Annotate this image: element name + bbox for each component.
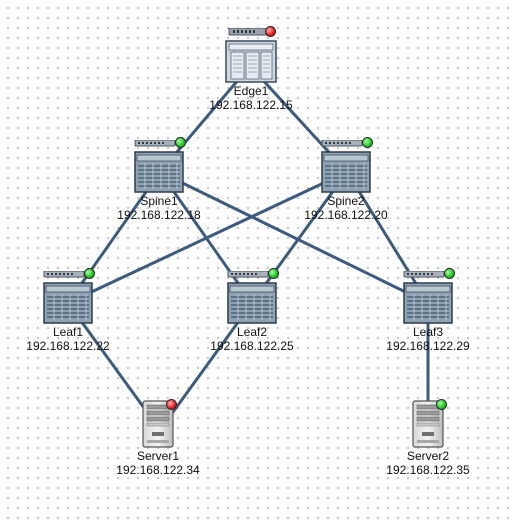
node-server2[interactable]: Server2 192.168.122.35	[363, 399, 493, 477]
node-ip: 192.168.122.34	[116, 463, 200, 477]
switch-icon	[320, 137, 373, 194]
node-leaf1[interactable]: Leaf1 192.168.122.22	[3, 268, 133, 353]
node-name: Spine2	[327, 194, 365, 208]
status-up-icon	[362, 137, 373, 148]
link-leaf2-server1[interactable]	[158, 301, 254, 432]
node-spine2[interactable]: Spine2 192.168.122.20	[281, 137, 411, 222]
status-up-icon	[436, 399, 447, 410]
links-layer	[66, 64, 430, 432]
switch-icon	[402, 268, 455, 325]
node-ip: 192.168.122.35	[386, 463, 470, 477]
status-down-icon	[166, 399, 177, 410]
server-icon	[410, 399, 447, 449]
node-name: Edge1	[233, 84, 269, 98]
switch-icon	[226, 268, 279, 325]
node-ip: 192.168.122.20	[304, 208, 388, 222]
node-name: Server2	[406, 449, 450, 463]
node-server1[interactable]: Server1 192.168.122.34	[93, 399, 223, 477]
node-name: Server1	[136, 449, 180, 463]
link-spine2-leaf2[interactable]	[250, 170, 349, 305]
node-name: Leaf3	[412, 325, 444, 339]
link-spine2-leaf1[interactable]	[66, 170, 349, 305]
node-ip: 192.168.122.22	[26, 339, 110, 353]
server-icon	[140, 399, 177, 449]
node-name: Leaf1	[52, 325, 84, 339]
status-up-icon	[84, 268, 95, 279]
node-leaf2[interactable]: Leaf2 192.168.122.25	[187, 268, 317, 353]
node-leaf3[interactable]: Leaf3 192.168.122.29	[363, 268, 493, 353]
status-up-icon	[444, 268, 455, 279]
status-up-icon	[175, 137, 186, 148]
node-ip: 192.168.122.15	[209, 98, 293, 112]
status-down-icon	[265, 26, 276, 37]
node-name: Leaf2	[236, 325, 268, 339]
link-spine1-leaf1[interactable]	[66, 170, 162, 305]
node-ip: 192.168.122.18	[117, 208, 201, 222]
node-name: Spine1	[140, 194, 178, 208]
link-spine2-leaf3[interactable]	[345, 170, 430, 305]
status-up-icon	[268, 268, 279, 279]
router-icon	[225, 26, 277, 84]
node-ip: 192.168.122.29	[386, 339, 470, 353]
switch-icon	[42, 268, 95, 325]
node-spine1[interactable]: Spine1 192.168.122.18	[94, 137, 224, 222]
node-edge1[interactable]: Edge1 192.168.122.15	[186, 26, 316, 112]
node-ip: 192.168.122.25	[210, 339, 294, 353]
switch-icon	[133, 137, 186, 194]
link-spine1-leaf3[interactable]	[158, 170, 430, 305]
